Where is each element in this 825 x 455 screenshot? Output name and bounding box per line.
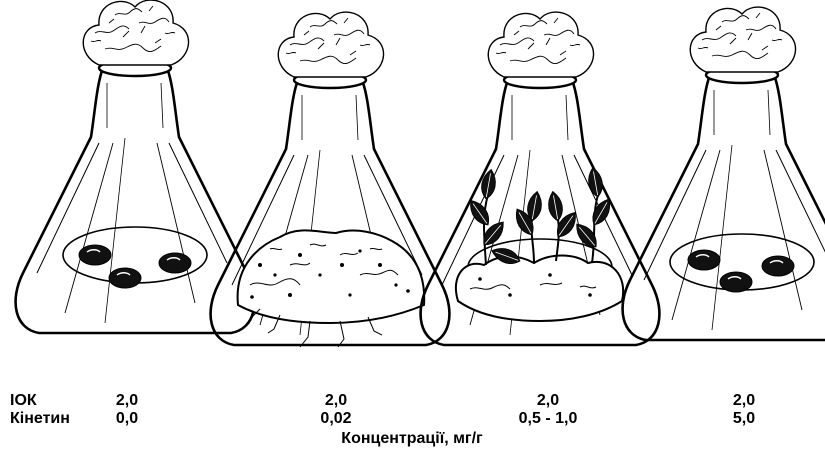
kinetin-value-4: 5,0 bbox=[733, 410, 755, 428]
kinetin-value-3: 0,5 - 1,0 bbox=[519, 410, 578, 428]
iok-value-1: 2,0 bbox=[116, 392, 138, 410]
iok-value-4: 2,0 bbox=[733, 392, 755, 410]
row-label-kinetin: Кінетин bbox=[10, 410, 70, 428]
flask-2 bbox=[211, 12, 450, 347]
concentration-caption: Концентрації, мг/г bbox=[341, 430, 482, 448]
row-label-iok: ІОК bbox=[10, 392, 37, 410]
kinetin-value-1: 0,0 bbox=[116, 410, 138, 428]
kinetin-value-2: 0,02 bbox=[320, 410, 351, 428]
iok-value-2: 2,0 bbox=[325, 392, 347, 410]
flask-illustration bbox=[0, 0, 825, 385]
iok-value-3: 2,0 bbox=[537, 392, 559, 410]
